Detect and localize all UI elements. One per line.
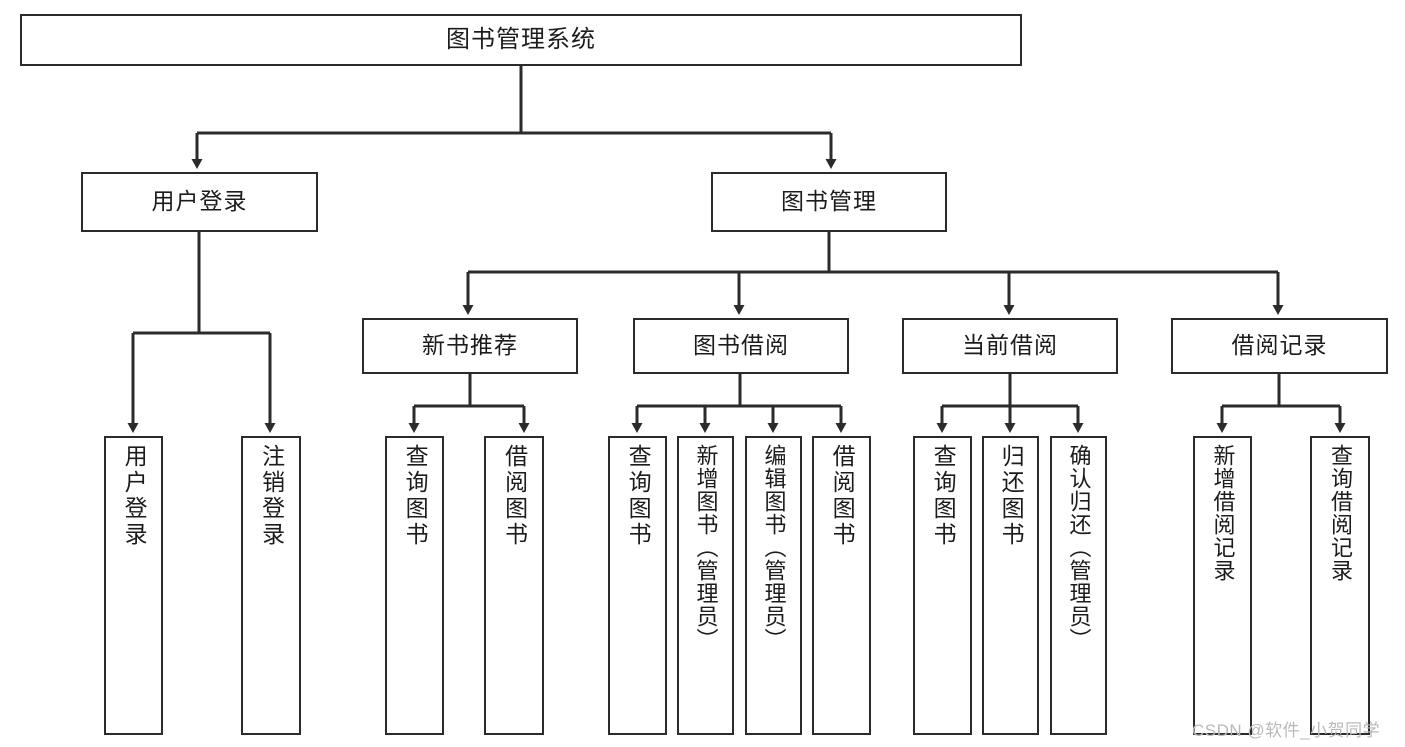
node-label: 图书管理系统 [446,25,596,53]
leaf-borrow-add-book-admin[interactable]: 新增图书（管理员） [677,436,734,735]
leaf-logout[interactable]: 注销登录 [241,436,301,735]
node-label: 新增借阅记录 [1210,444,1236,582]
node-label: 用户登录 [121,444,148,548]
leaf-recommend-query-book[interactable]: 查询图书 [385,436,444,735]
node-label: 用户登录 [151,188,248,215]
node-label: 归还图书 [998,444,1025,548]
node-label: 编辑图书（管理员） [761,444,787,651]
node-current-borrow[interactable]: 当前借阅 [902,318,1118,374]
node-root-system[interactable]: 图书管理系统 [20,14,1022,66]
leaf-record-add-record[interactable]: 新增借阅记录 [1193,436,1252,735]
node-new-book-recommend[interactable]: 新书推荐 [362,318,578,374]
node-book-management[interactable]: 图书管理 [711,172,947,232]
leaf-borrow-borrow-book[interactable]: 借阅图书 [812,436,871,735]
node-label: 图书管理 [781,188,877,215]
node-label: 确认归还（管理员） [1066,444,1092,651]
node-label: 查询图书 [930,444,957,548]
leaf-current-return-book[interactable]: 归还图书 [982,436,1039,735]
leaf-user-login[interactable]: 用户登录 [104,436,163,735]
leaf-borrow-query-book[interactable]: 查询图书 [608,436,667,735]
node-label: 图书借阅 [693,332,789,359]
node-label: 借阅记录 [1231,332,1328,359]
node-label: 当前借阅 [962,332,1058,359]
node-label: 注销登录 [258,444,285,548]
node-book-borrow[interactable]: 图书借阅 [633,318,849,374]
node-label: 借阅图书 [829,444,856,548]
node-label: 借阅图书 [501,444,528,548]
leaf-recommend-borrow-book[interactable]: 借阅图书 [484,436,544,735]
node-user-login[interactable]: 用户登录 [81,172,318,232]
node-label: 新增图书（管理员） [693,444,719,651]
node-label: 查询借阅记录 [1327,444,1353,582]
leaf-current-confirm-return-admin[interactable]: 确认归还（管理员） [1050,436,1107,735]
leaf-current-query-book[interactable]: 查询图书 [913,436,972,735]
node-label: 新书推荐 [422,332,518,359]
node-borrow-record[interactable]: 借阅记录 [1171,318,1388,374]
csdn-watermark: CSDN @软件_小贺同学 [1192,721,1381,740]
node-label: 查询图书 [625,444,652,548]
leaf-record-query-record[interactable]: 查询借阅记录 [1310,436,1370,735]
leaf-borrow-edit-book-admin[interactable]: 编辑图书（管理员） [745,436,802,735]
node-label: 查询图书 [402,444,429,548]
